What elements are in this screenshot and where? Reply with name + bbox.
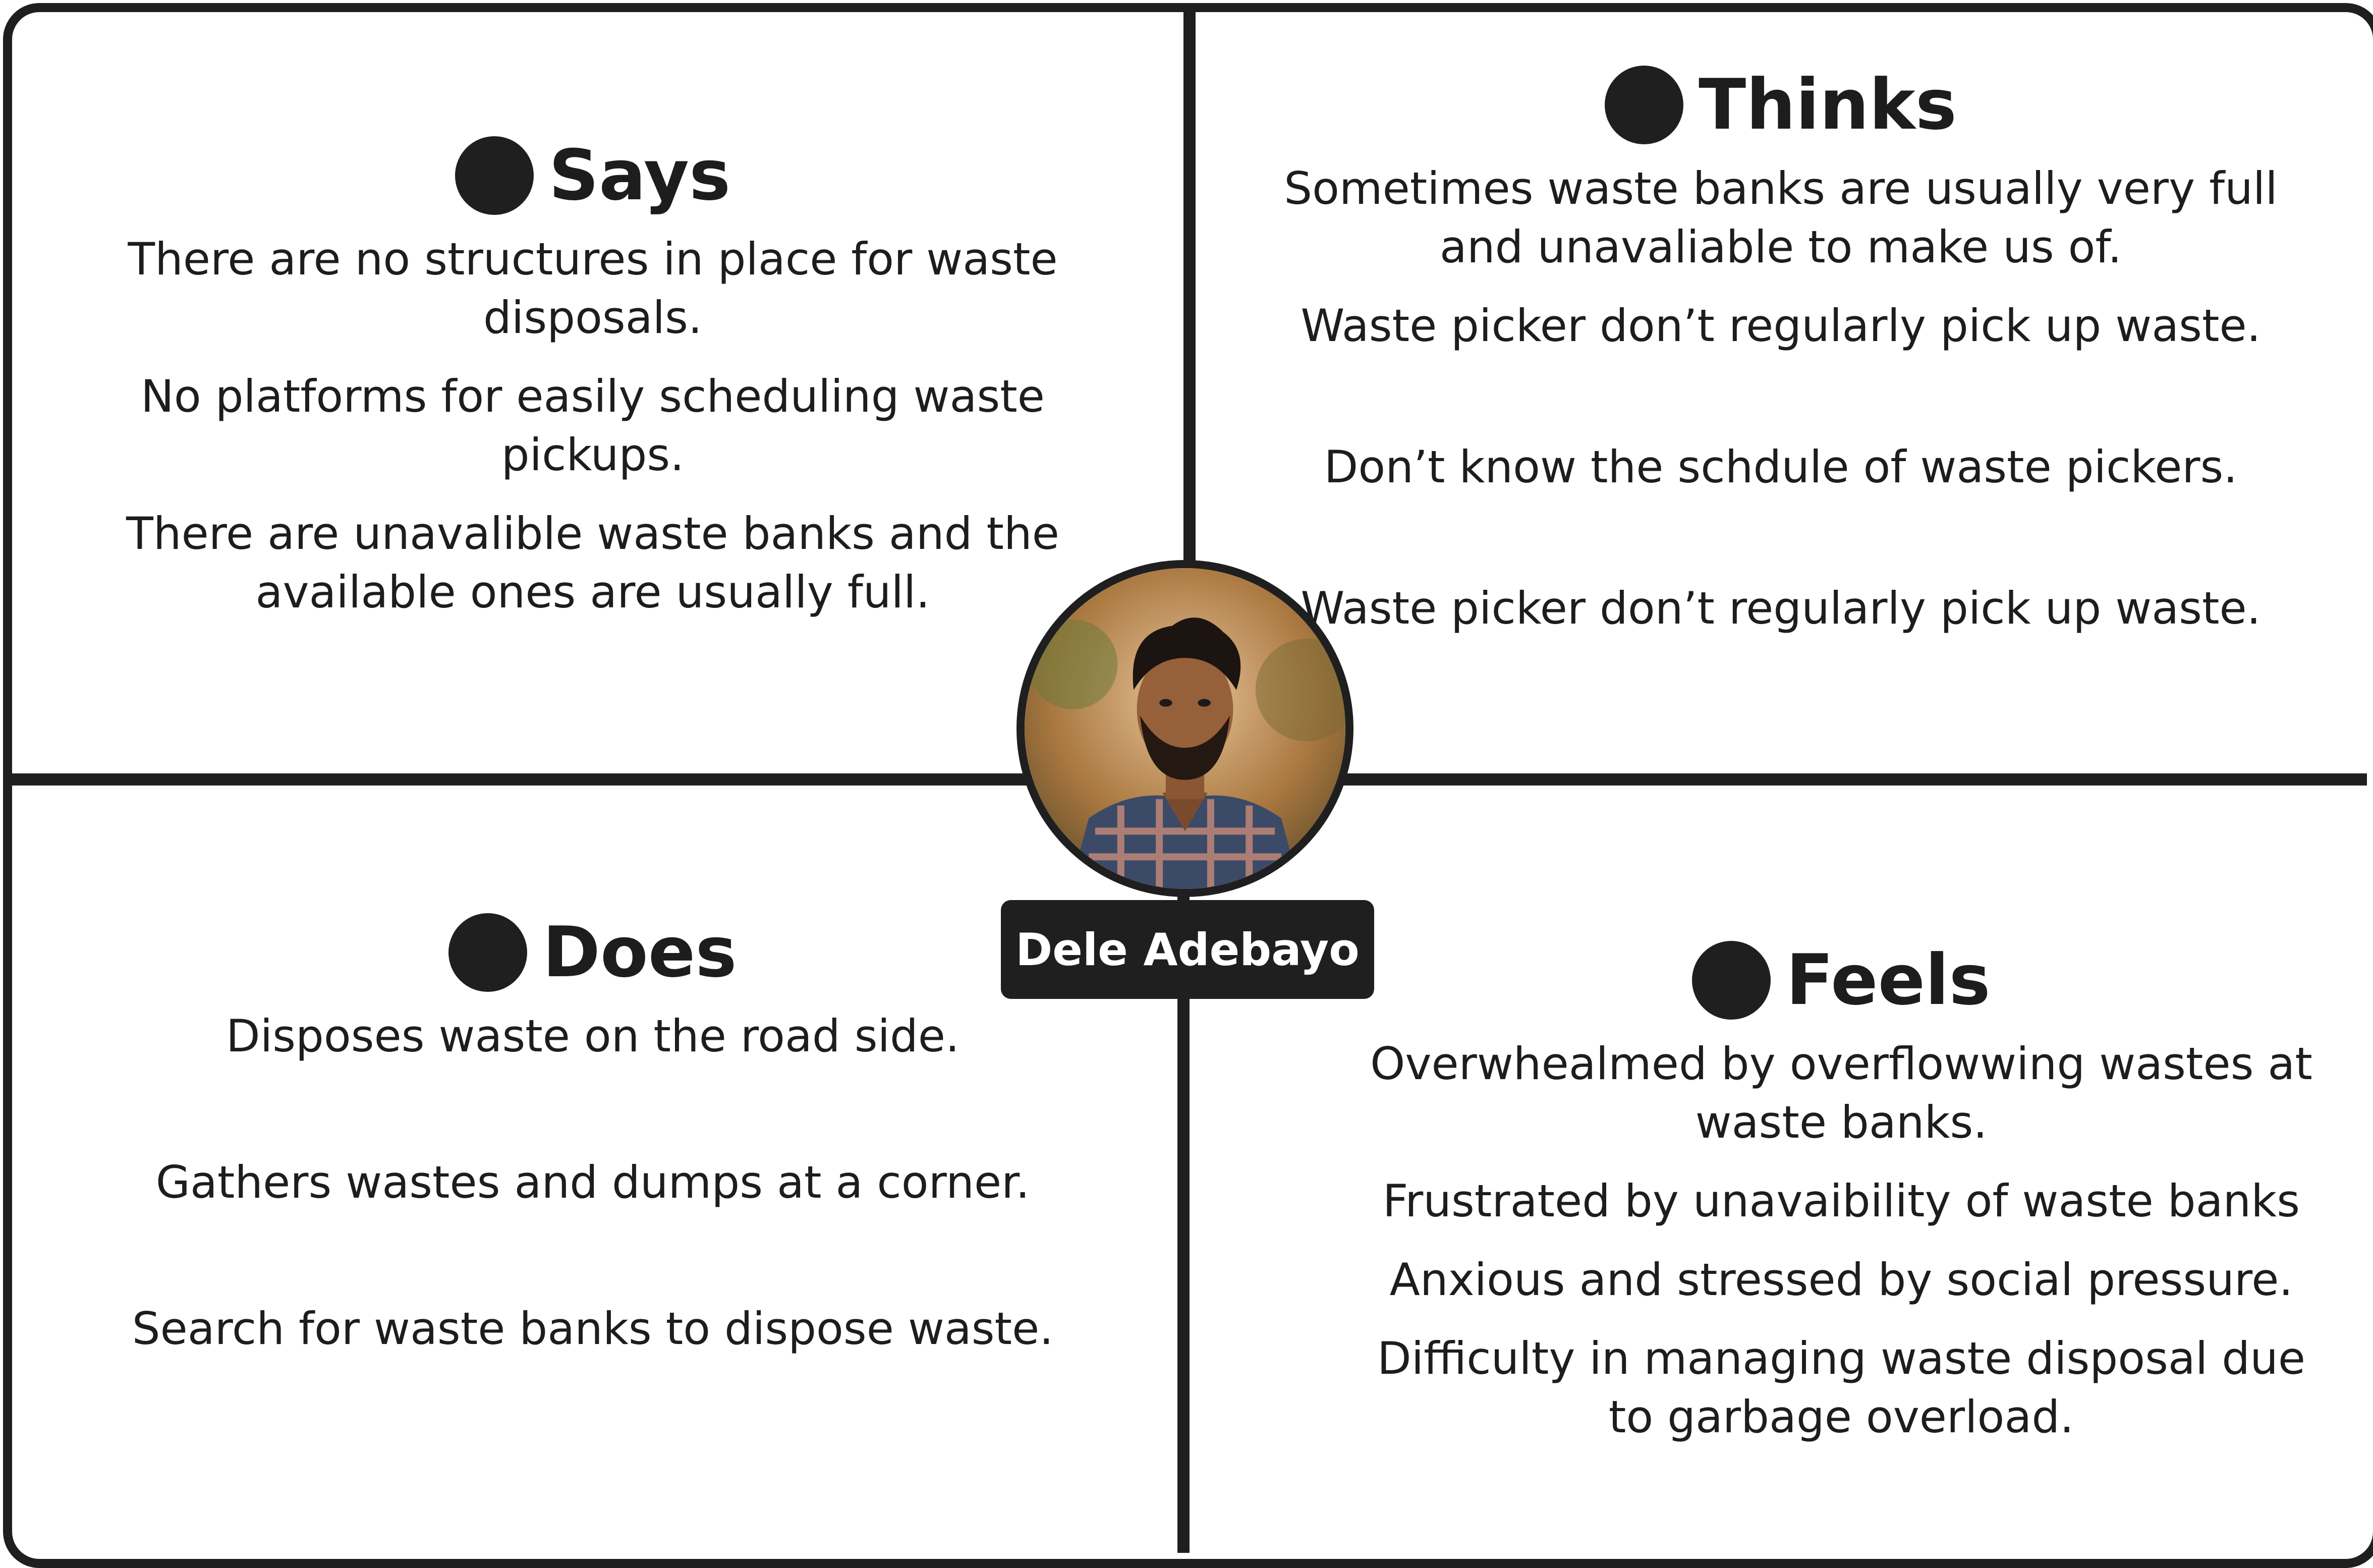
thinks-item: Don’t know the schdule of waste pickers. [1324,441,2238,493]
person-name-tag: Dele Adebayo [1001,900,1374,999]
does-item: Search for waste banks to dispose waste. [132,1303,1054,1355]
person-name: Dele Adebayo [1015,923,1360,976]
thinks-heading: Thinks [1251,66,2310,144]
feels-title: Feels [1786,939,1991,1021]
thinks-bullet-icon [1605,66,1684,144]
does-title: Does [542,912,737,993]
says-item: There are no structures in place for was… [128,233,1058,344]
says-item: No platforms for easily scheduling waste… [141,370,1045,481]
says-bullet-icon [455,136,534,215]
thinks-quadrant: Thinks Sometimes waste banks are usually… [1251,66,2310,661]
does-heading: Does [76,913,1110,992]
feels-quadrant: Feels Overwhealmed by overflowwing waste… [1312,941,2371,1446]
does-item: Disposes waste on the road side. [225,1010,960,1062]
says-item: There are unavalible waste banks and the… [126,508,1059,618]
feels-item: Overwhealmed by overflowwing wastes at w… [1370,1038,2312,1148]
thinks-item: Waste picker don’t regularly pick up was… [1301,582,2261,634]
feels-item: Difficulty in managing waste disposal du… [1377,1332,2306,1443]
person-avatar [1016,560,1353,897]
says-title: Says [548,135,731,216]
feels-heading: Feels [1312,941,2371,1020]
does-bullet-icon [448,913,528,992]
does-quadrant: Does Disposes waste on the road side. Ga… [76,913,1110,1381]
says-heading: Says [76,136,1110,215]
feels-item: Frustrated by unavaibility of waste bank… [1382,1175,2300,1227]
does-item: Gathers wastes and dumps at a corner. [155,1156,1030,1208]
person-photo-icon [1025,568,1345,889]
thinks-title: Thinks [1699,64,1957,145]
thinks-item: Sometimes waste banks are usually very f… [1284,162,2278,273]
thinks-item: Waste picker don’t regularly pick up was… [1301,300,2261,352]
feels-bullet-icon [1692,941,1771,1020]
feels-item: Anxious and stressed by social pressure. [1389,1254,2293,1306]
says-quadrant: Says There are no structures in place fo… [76,136,1110,645]
